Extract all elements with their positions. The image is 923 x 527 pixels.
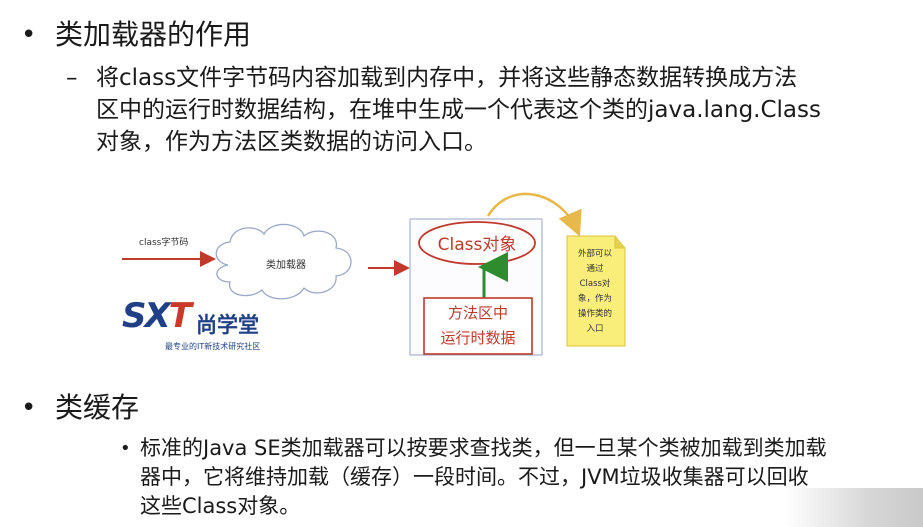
sub-point-text-1: 将class文件字节码内容加载到内存中，并将这些静态数据转换成方法 bbox=[96, 65, 798, 91]
sub-point-text-2: 区中的运行时数据结构，在堆中生成一个代表这个类的java.lang.Class bbox=[96, 97, 821, 123]
logo-brand: 尚学堂 bbox=[196, 313, 259, 337]
access-curve-arrow bbox=[486, 192, 582, 237]
logo-slogan: 最专业的IT新技术研究社区 bbox=[165, 342, 261, 351]
note-line-3: Class对 bbox=[580, 278, 611, 289]
cloud-label: 类加载器 bbox=[266, 258, 306, 271]
note-line-4: 象，作为 bbox=[578, 293, 612, 304]
method-area-box bbox=[423, 297, 533, 355]
cache-line-2: 器中，它将维持加载（缓存）一段时间。不过，JVM垃圾收集器可以回收 bbox=[140, 465, 809, 489]
sub-bullet: • bbox=[120, 438, 131, 459]
heading-text: 类加载器的作用 bbox=[55, 18, 252, 51]
note-line-2: 通过 bbox=[586, 263, 604, 274]
classloader-cloud bbox=[215, 223, 352, 300]
sub-point-text-3: 对象，作为方法区类数据的访问入口。 bbox=[96, 129, 487, 155]
sub-point-line-2: 区中的运行时数据结构，在堆中生成一个代表这个类的java.lang.Class bbox=[96, 94, 821, 126]
note-shape bbox=[566, 235, 626, 347]
method-area-line-2: 运行时数据 bbox=[440, 329, 515, 347]
sub-point-line-1: – 将class文件字节码内容加载到内存中，并将这些静态数据转换成方法 bbox=[66, 62, 798, 94]
bullet: • bbox=[21, 393, 37, 423]
logo-letter-x: X bbox=[144, 296, 171, 336]
logo-letter-t: T bbox=[168, 296, 192, 336]
sub-point-line-3: 对象，作为方法区类数据的访问入口。 bbox=[96, 126, 487, 158]
heading-classloader-role: • 类加载器的作用 bbox=[21, 18, 252, 52]
sxt-logo-mark: SXT bbox=[122, 296, 192, 336]
method-area-line-1: 方法区中 bbox=[448, 304, 508, 322]
cache-line-1: 标准的Java SE类加载器可以按要求查找类，但一旦某个类被加载到类加载 bbox=[140, 436, 827, 460]
note-line-5: 操作类的 bbox=[578, 308, 612, 319]
dash-bullet: – bbox=[66, 65, 78, 91]
note-fold bbox=[614, 236, 625, 249]
logo-letter-s: S bbox=[122, 296, 146, 336]
bullet: • bbox=[21, 20, 37, 50]
note-line-1: 外部可以 bbox=[578, 248, 613, 259]
class-object-label: Class对象 bbox=[438, 235, 517, 255]
heading-text: 类缓存 bbox=[55, 391, 140, 424]
corner-shadow bbox=[785, 488, 923, 527]
note-line-6: 入口 bbox=[586, 324, 603, 334]
cache-line-3: 这些Class对象。 bbox=[140, 494, 301, 518]
heading-class-cache: • 类缓存 bbox=[21, 391, 140, 425]
input-label: class字节码 bbox=[139, 236, 188, 248]
